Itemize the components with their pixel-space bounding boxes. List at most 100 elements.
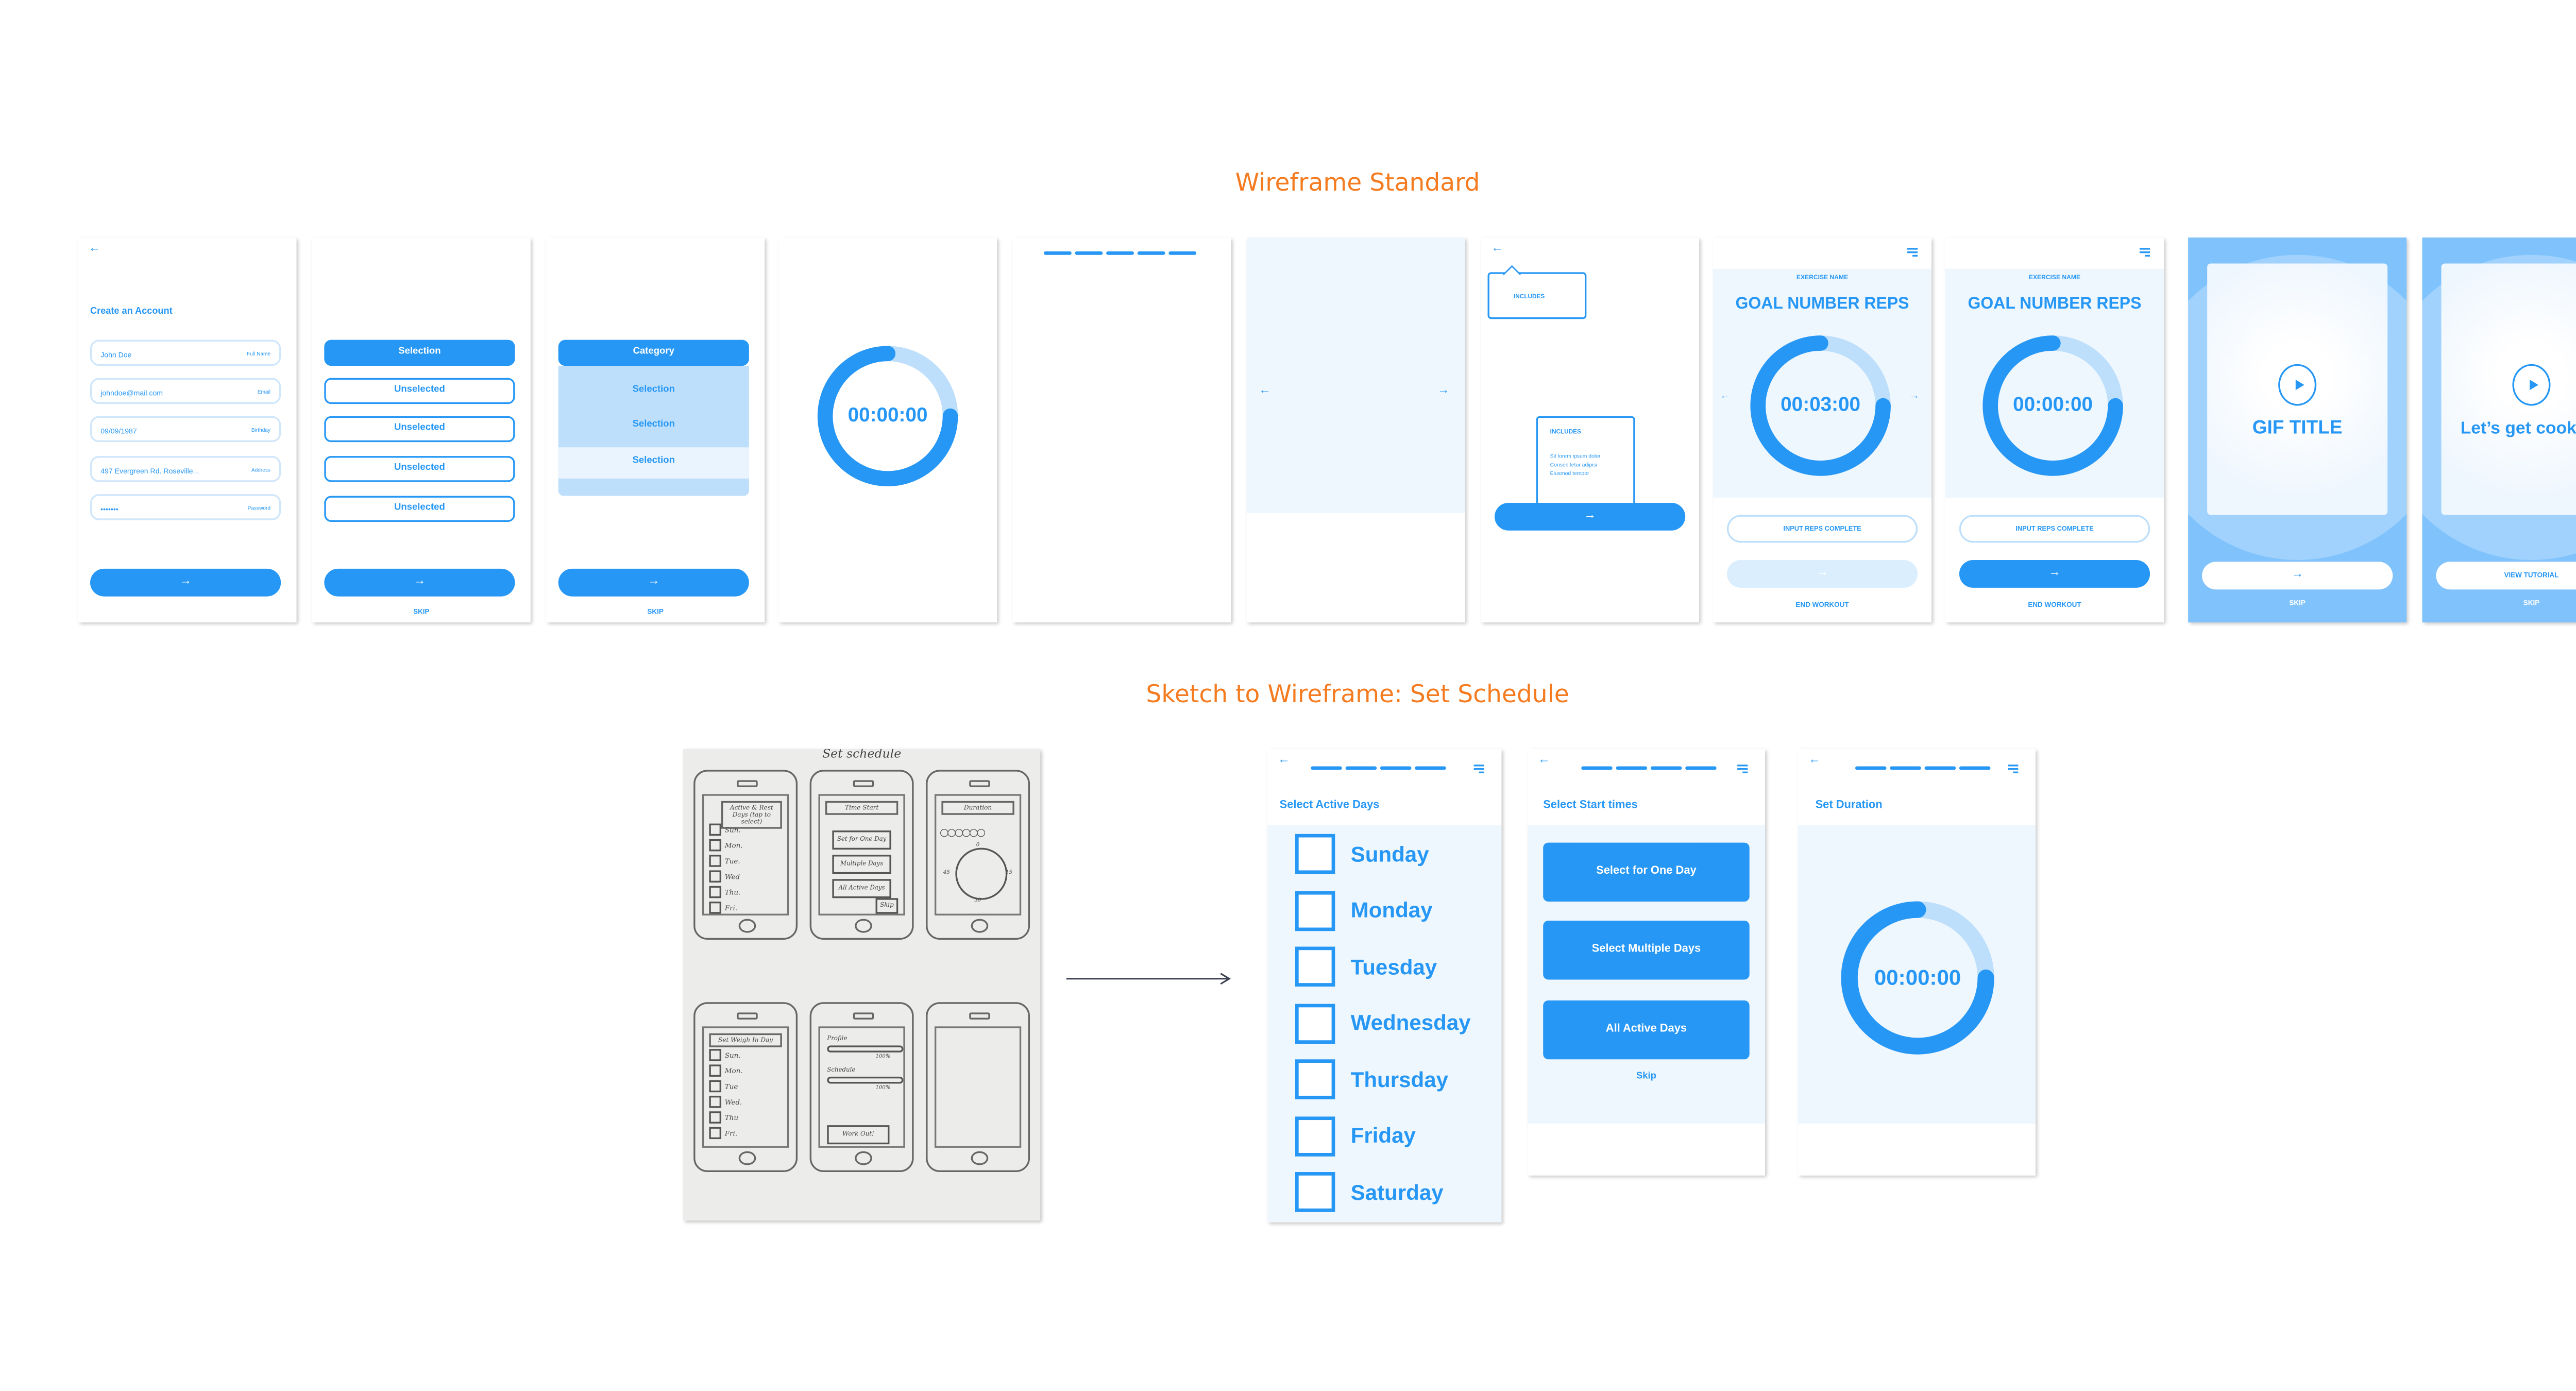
skip-link[interactable]: SKIP [413, 606, 430, 616]
gif-panel [2441, 263, 2576, 515]
menu-icon[interactable] [1473, 765, 1484, 775]
option-unselected[interactable]: Unselected [324, 456, 515, 482]
next-button[interactable]: → [90, 568, 281, 597]
step-pending [1311, 766, 1342, 771]
back-arrow-icon[interactable]: ← [1808, 754, 1821, 767]
screen-timer: 00:00:00 [778, 238, 997, 623]
back-arrow-icon[interactable]: ← [88, 243, 101, 255]
gif-title: GIF TITLE [2252, 418, 2343, 439]
option-unselected[interactable]: Unselected [324, 416, 515, 443]
day-checkbox[interactable] [1295, 1003, 1335, 1043]
timer-ring: 00:03:00 [1744, 329, 1897, 482]
progress-stepper [1855, 766, 1991, 771]
arrow-right-icon[interactable]: → [1437, 385, 1450, 397]
step-complete [1855, 766, 1887, 771]
back-arrow-icon[interactable]: ← [1491, 243, 1503, 255]
arrow-left-icon[interactable]: ← [1259, 385, 1271, 397]
play-icon[interactable] [2278, 364, 2317, 406]
day-checkbox[interactable] [1295, 834, 1335, 874]
menu-icon[interactable] [2008, 765, 2019, 775]
step-pending [1959, 766, 1991, 771]
page-title: Create an Account [90, 307, 173, 317]
tooltip-item: Sit lorem ipsum dolor [1550, 452, 1601, 460]
field-label: Birthday [251, 427, 271, 434]
day-row[interactable]: Friday [1295, 1115, 1416, 1156]
next-button[interactable]: → [324, 568, 515, 597]
dropdown-option[interactable]: Selection [632, 456, 675, 467]
screen-includes: ← INCLUDES INCLUDES Sit lorem ipsum dolo… [1481, 238, 1700, 623]
all-active-days-button[interactable]: All Active Days [1543, 1000, 1750, 1060]
sketch-button: Set for One Day [832, 830, 891, 850]
option-selected[interactable]: Selection [324, 340, 515, 366]
tooltip-list: Sit lorem ipsum dolor Consec tetur adipi… [1550, 452, 1601, 478]
skip-link[interactable]: Skip [1636, 1071, 1657, 1082]
next-button[interactable]: → [2202, 562, 2393, 590]
sketch-phone-duration: Duration ○○○○○○ 0 15 30 45 [926, 770, 1030, 940]
ring-progress-arc [1982, 335, 2123, 476]
duration-ring[interactable]: 00:00:00 [1835, 895, 2001, 1061]
day-checkbox[interactable] [1295, 1059, 1335, 1099]
dropdown-option[interactable]: Selection [632, 385, 675, 396]
view-tutorial-button[interactable]: VIEW TUTORIAL [2436, 562, 2576, 590]
input-reps-button[interactable]: INPUT REPS COMPLETE [1959, 515, 2150, 543]
dropdown-option[interactable]: Selection [632, 419, 675, 430]
sketch-label: Profile [827, 1035, 848, 1042]
arrow-right-icon: → [647, 575, 660, 588]
day-row[interactable]: Saturday [1295, 1172, 1444, 1212]
day-row[interactable]: Thursday [1295, 1059, 1448, 1099]
day-checkbox[interactable] [1295, 1115, 1335, 1156]
day-label: Monday [1350, 898, 1433, 923]
password-field[interactable]: •••••••Password [90, 494, 281, 520]
day-checkbox[interactable] [1295, 890, 1335, 930]
tooltip-label: INCLUDES [1513, 293, 1545, 300]
back-arrow-icon[interactable]: ← [1278, 754, 1290, 767]
day-checkbox[interactable] [1295, 946, 1335, 987]
sketch-checkbox [709, 1080, 722, 1093]
sketch-checkbox [709, 1127, 722, 1140]
timer-ring: 00:00:00 [811, 340, 964, 493]
option-unselected[interactable]: Unselected [324, 378, 515, 404]
end-workout-link[interactable]: END WORKOUT [1795, 600, 1849, 609]
day-label: Thursday [1350, 1067, 1449, 1092]
day-row[interactable]: Tuesday [1295, 946, 1437, 987]
day-label: Tuesday [1350, 954, 1437, 979]
end-workout-link[interactable]: END WORKOUT [2028, 600, 2081, 609]
skip-link[interactable]: SKIP [2289, 598, 2306, 607]
sketch-day-row: Fri. [709, 902, 737, 914]
play-icon[interactable] [2512, 364, 2551, 406]
previous-arrow-icon[interactable]: ← [1720, 392, 1731, 402]
sketch-button: Multiple Days [832, 855, 891, 874]
back-arrow-icon[interactable]: ← [1538, 754, 1550, 767]
next-button[interactable]: → [1494, 502, 1686, 531]
select-multiple-days-button[interactable]: Select Multiple Days [1543, 921, 1750, 980]
next-button[interactable]: → [558, 568, 749, 597]
sketch-day-label: Thu. [724, 888, 741, 896]
address-field[interactable]: 497 Evergreen Rd. Roseville...Address [90, 456, 281, 482]
day-row[interactable]: Sunday [1295, 834, 1429, 874]
category-dropdown[interactable]: Category [558, 340, 749, 366]
day-label: Wednesday [1350, 1011, 1471, 1036]
next-button[interactable]: → [1959, 560, 2150, 588]
next-arrow-icon[interactable]: → [1909, 392, 1920, 402]
menu-icon[interactable] [1737, 765, 1748, 775]
skip-link[interactable]: SKIP [2523, 598, 2540, 607]
day-row[interactable]: Wednesday [1295, 1003, 1471, 1043]
sketch-day-row: Sun. [709, 823, 741, 836]
option-unselected[interactable]: Unselected [324, 496, 515, 522]
menu-icon[interactable] [1907, 248, 1918, 259]
menu-icon[interactable] [2139, 248, 2150, 259]
tooltip-small: INCLUDES [1487, 265, 1587, 319]
page-title: Select Start times [1543, 799, 1638, 812]
input-reps-button[interactable]: INPUT REPS COMPLETE [1726, 515, 1918, 543]
sketch-day-label: Wed. [724, 1097, 742, 1107]
skip-link[interactable]: SKIP [647, 606, 664, 616]
next-button-disabled[interactable]: → [1726, 560, 1918, 588]
sketch-phone-time-start: Time Start Set for One Day Multiple Days… [809, 770, 914, 940]
day-row[interactable]: Monday [1295, 890, 1433, 930]
day-checkbox[interactable] [1295, 1172, 1335, 1212]
select-one-day-button[interactable]: Select for One Day [1543, 842, 1750, 902]
